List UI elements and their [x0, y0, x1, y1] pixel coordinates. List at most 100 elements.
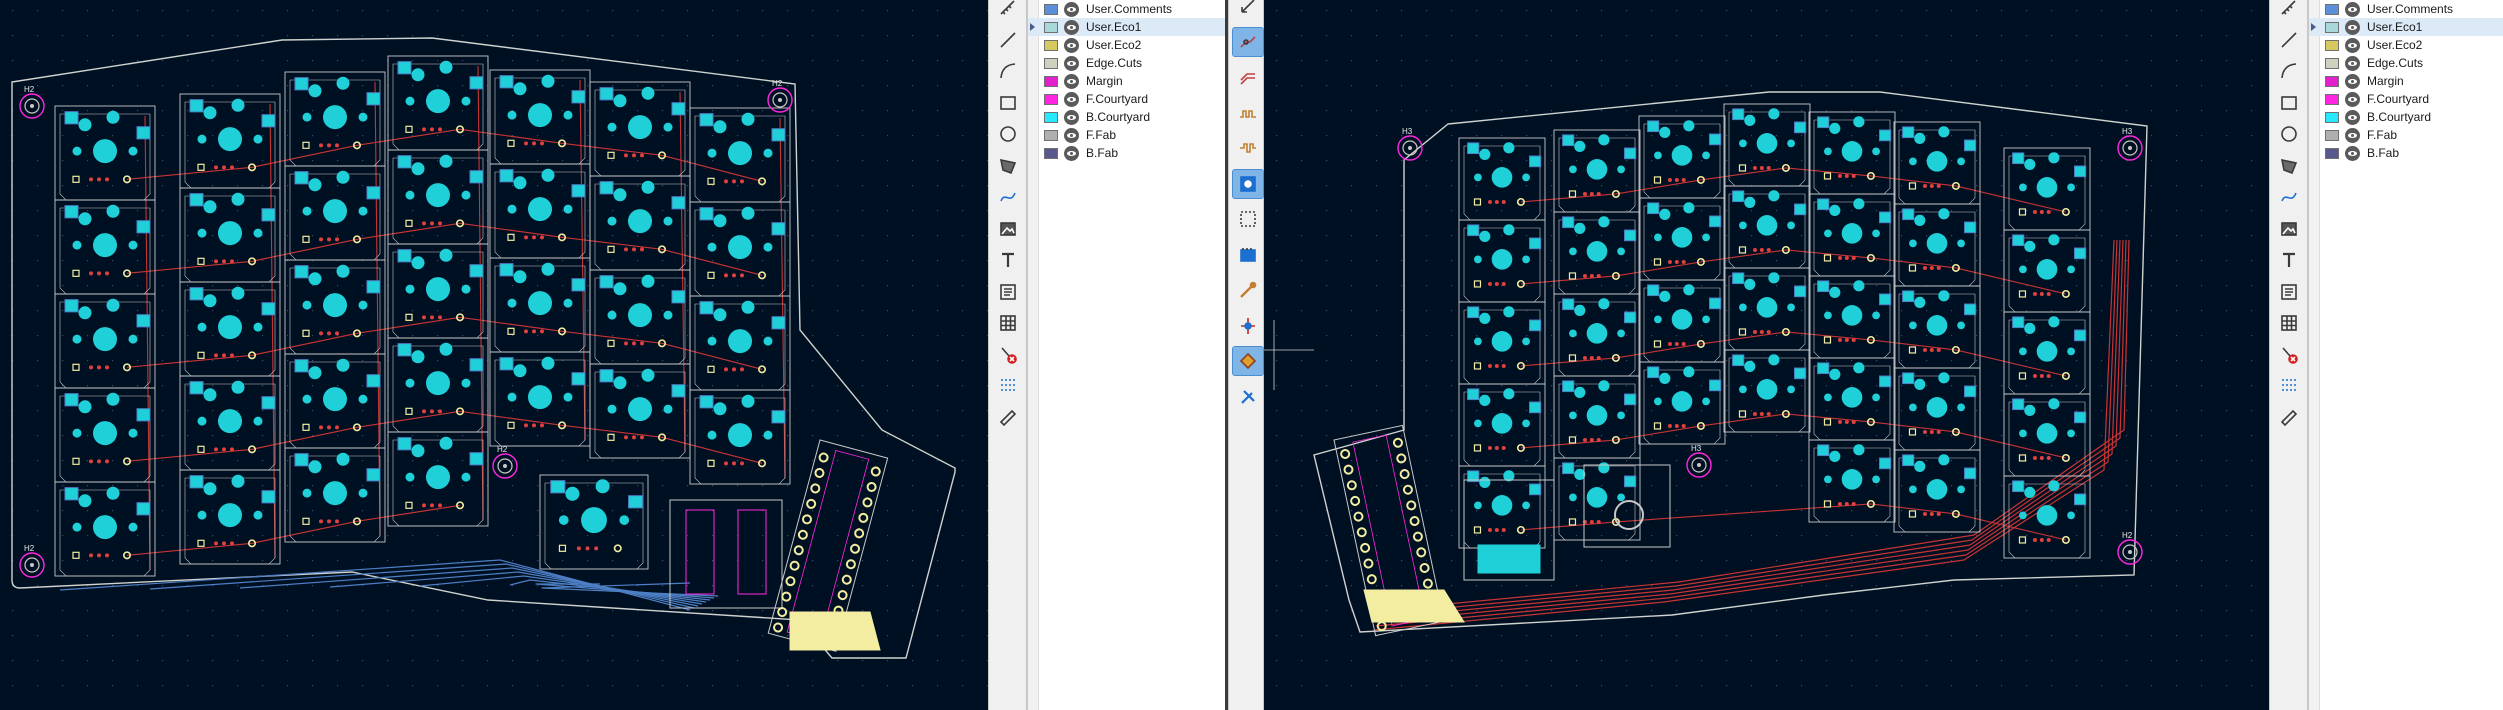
add-zone-tool-button[interactable] [1233, 205, 1263, 233]
layer-color-swatch[interactable] [2325, 39, 2339, 51]
layer-color-swatch[interactable] [2325, 21, 2339, 33]
layer-color-swatch[interactable] [1044, 129, 1058, 141]
visibility-eye-icon[interactable] [2345, 91, 2360, 107]
measure-tool-button[interactable] [2274, 0, 2304, 22]
layer-color-swatch[interactable] [2325, 111, 2339, 123]
grid-origin-tool-button[interactable] [2274, 372, 2304, 400]
layer-color-swatch[interactable] [1044, 147, 1058, 159]
layer-row-user-eco2[interactable]: User.Eco2 [1028, 36, 1225, 54]
layer-row-user-eco1[interactable]: User.Eco1 [1028, 18, 1225, 36]
delete-tool-tool-button[interactable] [993, 341, 1023, 369]
rule-area-tool-button[interactable] [1233, 241, 1263, 269]
table-tool-button[interactable] [2274, 309, 2304, 337]
layer-color-swatch[interactable] [2325, 57, 2339, 69]
layer-row-b-fab[interactable]: B.Fab [2309, 144, 2503, 162]
measure-tool-button[interactable] [993, 0, 1023, 22]
layer-color-swatch[interactable] [2325, 3, 2339, 15]
layer-row-edge-cuts[interactable]: Edge.Cuts [2309, 54, 2503, 72]
layer-color-swatch[interactable] [2325, 147, 2339, 159]
line-tool-button[interactable] [993, 26, 1023, 54]
layer-color-swatch[interactable] [1044, 39, 1058, 51]
visibility-eye-icon[interactable] [2345, 37, 2360, 53]
layer-row-f-courtyard[interactable]: F.Courtyard [2309, 90, 2503, 108]
ruler-tool-button[interactable] [2274, 404, 2304, 432]
bezier-tool-button[interactable] [2274, 183, 2304, 211]
text-tool-button[interactable] [2274, 246, 2304, 274]
visibility-eye-icon[interactable] [2345, 55, 2360, 71]
textbox-tool-button[interactable] [993, 278, 1023, 306]
add-footprint-tool-button[interactable] [1233, 276, 1263, 304]
layer-row-b-courtyard[interactable]: B.Courtyard [1028, 108, 1225, 126]
layer-row-user-eco2[interactable]: User.Eco2 [2309, 36, 2503, 54]
layer-row-b-fab[interactable]: B.Fab [1028, 144, 1225, 162]
arc-tool-button[interactable] [2274, 57, 2304, 85]
layers-scroll-strip[interactable] [1028, 0, 1039, 710]
layer-row-f-courtyard[interactable]: F.Courtyard [1028, 90, 1225, 108]
layer-color-swatch[interactable] [1044, 3, 1058, 15]
visibility-eye-icon[interactable] [1064, 37, 1079, 53]
layer-color-swatch[interactable] [1044, 75, 1058, 87]
delete-tool-tool-button[interactable] [2274, 341, 2304, 369]
layer-color-swatch[interactable] [1044, 93, 1058, 105]
select-tool-button[interactable] [1233, 0, 1263, 20]
circle-tool-button[interactable] [2274, 120, 2304, 148]
key-switch-footprint [1458, 219, 1546, 303]
layer-color-swatch[interactable] [1044, 111, 1058, 123]
table-tool-button[interactable] [993, 309, 1023, 337]
visibility-eye-icon[interactable] [1064, 73, 1079, 89]
tools-tool-button[interactable] [1233, 383, 1263, 411]
polygon-tool-button[interactable] [993, 152, 1023, 180]
textbox-tool-button[interactable] [2274, 278, 2304, 306]
tune-length-tool-button[interactable] [1233, 99, 1263, 127]
visibility-eye-icon[interactable] [2345, 73, 2360, 89]
layer-row-user-comments[interactable]: User.Comments [1028, 0, 1225, 18]
visibility-eye-icon[interactable] [1064, 19, 1079, 35]
layer-row-user-eco1[interactable]: User.Eco1 [2309, 18, 2503, 36]
visibility-eye-icon[interactable] [2345, 145, 2360, 161]
route-track-tool-button[interactable] [1232, 26, 1264, 57]
line-tool-button[interactable] [2274, 26, 2304, 54]
layer-row-f-fab[interactable]: F.Fab [2309, 126, 2503, 144]
local-ratsnest-tool-button[interactable] [1233, 312, 1263, 340]
tune-skew-tool-button[interactable] [1233, 134, 1263, 162]
circle-tool-button[interactable] [993, 120, 1023, 148]
text-tool-button[interactable] [993, 246, 1023, 274]
layer-row-f-fab[interactable]: F.Fab [1028, 126, 1225, 144]
visibility-eye-icon[interactable] [2345, 1, 2360, 17]
layer-color-swatch[interactable] [1044, 21, 1058, 33]
layer-row-margin[interactable]: Margin [1028, 72, 1225, 90]
highlight-net-tool-button[interactable] [1232, 346, 1264, 376]
layer-row-user-comments[interactable]: User.Comments [2309, 0, 2503, 18]
visibility-eye-icon[interactable] [1064, 109, 1079, 125]
arc-tool-button[interactable] [993, 57, 1023, 85]
switch-center-hole [1926, 315, 1948, 336]
rectangle-tool-button[interactable] [993, 89, 1023, 117]
layer-row-edge-cuts[interactable]: Edge.Cuts [1028, 54, 1225, 72]
add-via-tool-button[interactable] [1232, 168, 1264, 199]
rectangle-tool-button[interactable] [2274, 89, 2304, 117]
image-tool-button[interactable] [2274, 215, 2304, 243]
layer-row-margin[interactable]: Margin [2309, 72, 2503, 90]
visibility-eye-icon[interactable] [2345, 127, 2360, 143]
visibility-eye-icon[interactable] [2345, 109, 2360, 125]
layer-color-swatch[interactable] [1044, 57, 1058, 69]
grid-origin-tool-button[interactable] [993, 372, 1023, 400]
visibility-eye-icon[interactable] [1064, 145, 1079, 161]
polygon-tool-button[interactable] [2274, 152, 2304, 180]
visibility-eye-icon[interactable] [1064, 127, 1079, 143]
layer-color-swatch[interactable] [2325, 93, 2339, 105]
image-tool-button[interactable] [993, 215, 1023, 243]
layer-row-b-courtyard[interactable]: B.Courtyard [2309, 108, 2503, 126]
visibility-eye-icon[interactable] [1064, 1, 1079, 17]
layer-color-swatch[interactable] [2325, 129, 2339, 141]
bezier-tool-button[interactable] [993, 183, 1023, 211]
visibility-eye-icon[interactable] [1064, 91, 1079, 107]
ruler-tool-button[interactable] [993, 404, 1023, 432]
visibility-eye-icon[interactable] [1064, 55, 1079, 71]
visibility-eye-icon[interactable] [2345, 19, 2360, 35]
layers-scroll-strip-right[interactable] [2309, 0, 2320, 710]
route-diff-pair-tool-button[interactable] [1233, 63, 1263, 91]
layer-color-swatch[interactable] [2325, 75, 2339, 87]
